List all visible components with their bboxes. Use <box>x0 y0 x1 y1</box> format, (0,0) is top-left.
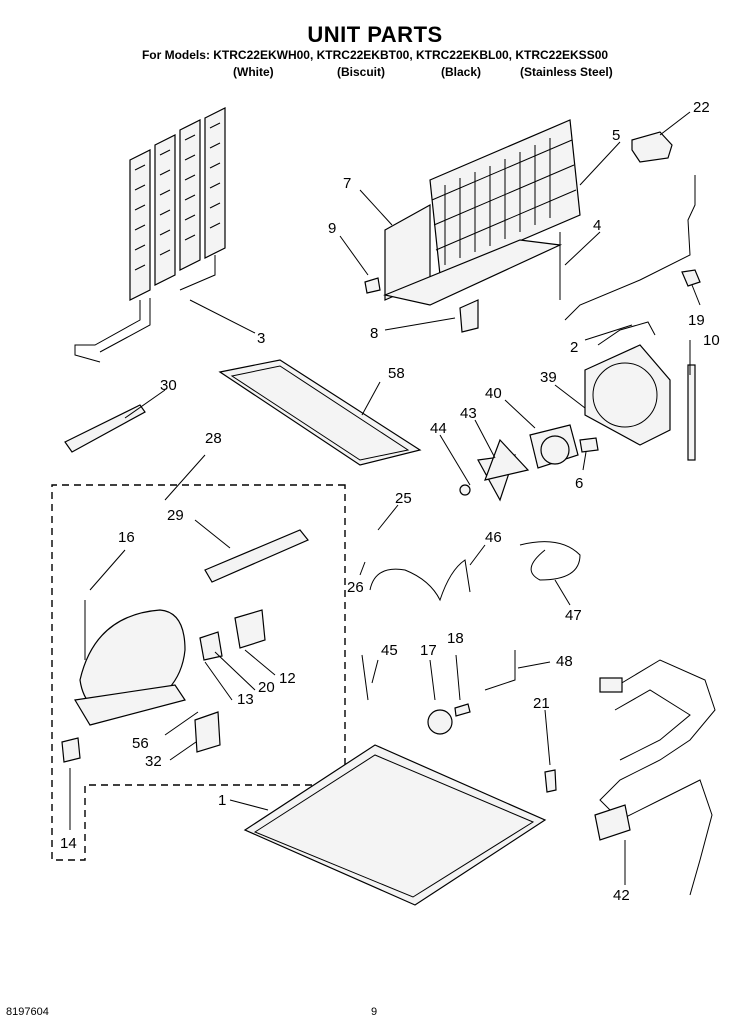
capillary-tube <box>519 541 581 581</box>
models-line: For Models: KTRC22EKWH00, KTRC22EKBT00, … <box>141 48 609 62</box>
part-label-32: 32 <box>145 753 162 770</box>
gasket-strip <box>687 364 696 461</box>
part-label-7: 7 <box>343 175 351 192</box>
part-label-4: 4 <box>593 217 601 234</box>
part-label-21: 21 <box>533 695 550 712</box>
part-label-16: 16 <box>118 529 135 546</box>
part-label-3: 3 <box>257 330 265 347</box>
grommet <box>427 709 453 735</box>
drain-pan <box>218 359 422 466</box>
part-label-29: 29 <box>167 507 184 524</box>
part-label-1: 1 <box>218 792 226 809</box>
part-label-2: 2 <box>570 339 578 356</box>
clip <box>681 269 701 287</box>
variant-black: (Black) <box>441 65 482 79</box>
part-label-46: 46 <box>485 529 502 546</box>
drain-heater <box>64 404 146 453</box>
part-label-48: 48 <box>556 653 573 670</box>
part-label-14: 14 <box>60 835 77 852</box>
part-label-43: 43 <box>460 405 477 422</box>
part-label-56: 56 <box>132 735 149 752</box>
part-label-10: 10 <box>703 332 720 349</box>
tube-segment <box>361 654 369 701</box>
thermistor-wire <box>559 175 696 321</box>
page-title: UNIT PARTS <box>307 22 443 47</box>
part-label-6: 6 <box>575 475 583 492</box>
sensor-cover <box>631 131 673 163</box>
discharge-tube <box>484 650 516 691</box>
variant-biscuit: (Biscuit) <box>337 65 385 79</box>
bracket <box>459 299 479 333</box>
color-variants: (White) (Biscuit) (Black) (Stainless Ste… <box>0 65 750 81</box>
part-label-30: 30 <box>160 377 177 394</box>
condenser-coil <box>74 107 226 363</box>
part-labels: 22 5 7 9 4 19 2 10 8 3 30 58 39 40 43 44… <box>60 99 720 904</box>
page-number: 9 <box>371 1006 378 1018</box>
compressor <box>61 600 186 763</box>
part-label-19: 19 <box>688 312 705 329</box>
screw <box>454 703 471 717</box>
part-label-13: 13 <box>237 691 254 708</box>
fan-assembly <box>459 344 671 502</box>
start-relay <box>234 609 266 649</box>
screw <box>364 277 381 294</box>
suction-tube <box>369 559 471 602</box>
part-label-17: 17 <box>420 642 437 659</box>
document-number: 8197604 <box>6 1006 49 1018</box>
part-label-42: 42 <box>613 887 630 904</box>
wiring-harness <box>594 659 716 896</box>
capacitor <box>194 711 221 753</box>
variant-stainless-steel: (Stainless Steel) <box>520 65 613 79</box>
part-label-5: 5 <box>612 127 620 144</box>
part-label-28: 28 <box>205 430 222 447</box>
part-label-26: 26 <box>347 579 364 596</box>
part-label-8: 8 <box>370 325 378 342</box>
part-label-25: 25 <box>395 490 412 507</box>
leader-lines <box>69 111 701 885</box>
evaporator-assembly <box>382 119 581 306</box>
part-label-12: 12 <box>279 670 296 687</box>
part-label-9: 9 <box>328 220 336 237</box>
part-label-18: 18 <box>447 630 464 647</box>
part-label-40: 40 <box>485 385 502 402</box>
part-label-22: 22 <box>693 99 710 116</box>
part-label-45: 45 <box>381 642 398 659</box>
variant-white: (White) <box>233 65 274 79</box>
part-label-58: 58 <box>388 365 405 382</box>
base-pan <box>243 744 547 906</box>
screw <box>544 769 557 793</box>
filter-dryer <box>204 529 309 583</box>
part-label-20: 20 <box>258 679 275 696</box>
wire-harness-segment <box>597 321 656 346</box>
part-label-44: 44 <box>430 420 447 437</box>
part-label-47: 47 <box>565 607 582 624</box>
part-label-39: 39 <box>540 369 557 386</box>
